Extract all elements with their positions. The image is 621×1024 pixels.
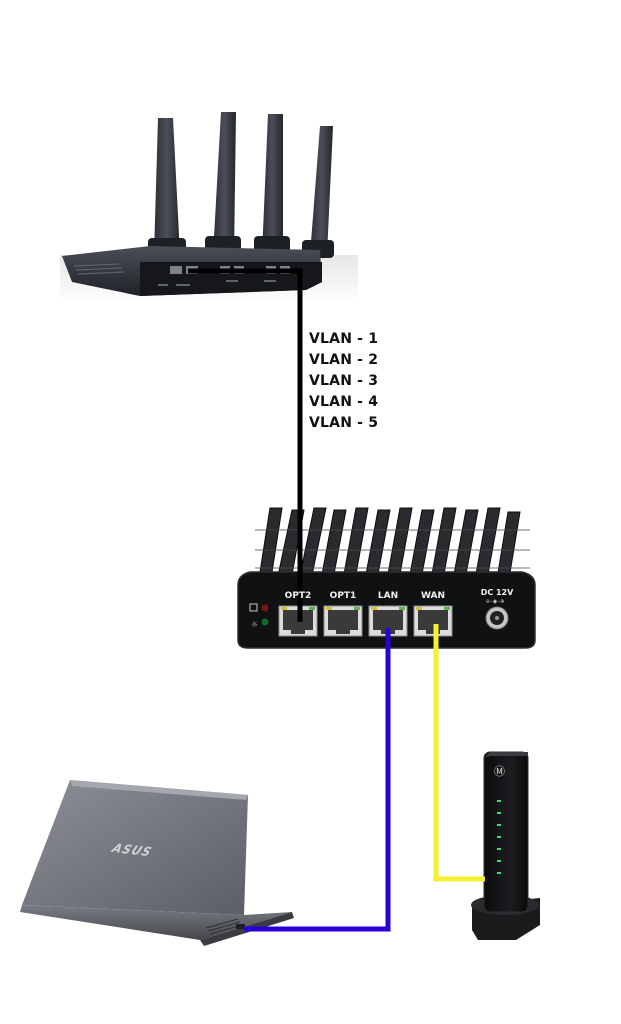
- lan-cable: [244, 628, 391, 932]
- laptop-lid: [22, 780, 248, 915]
- router-antenna: [262, 114, 283, 255]
- svg-text:☼: ☼: [251, 620, 258, 629]
- wan-cable: [433, 624, 485, 882]
- port-label-opt2: OPT2: [284, 591, 312, 601]
- vlan-label-5: VLAN - 5: [309, 415, 379, 431]
- trunk-cable: [188, 268, 303, 622]
- vlan-label-2: VLAN - 2: [309, 352, 379, 368]
- router-antenna: [154, 118, 180, 255]
- svg-text:⊖-◉-⊕: ⊖-◉-⊕: [486, 598, 504, 605]
- vlan-label-3: VLAN - 3: [309, 373, 379, 389]
- mini-pc-firewall: ☼: [237, 507, 536, 649]
- cable-modem: Ⓜ: [471, 751, 540, 940]
- router-antenna: [310, 126, 333, 255]
- ethernet-port-wan: [413, 605, 453, 637]
- wifi-router: [60, 112, 358, 303]
- vlan-label-4: VLAN - 4: [309, 394, 379, 410]
- port-label-lan: LAN: [377, 591, 399, 601]
- port-label-opt1: OPT1: [329, 591, 357, 601]
- modem-body: [483, 751, 529, 913]
- port-label-wan: WAN: [420, 591, 446, 601]
- power-label: DC 12V: [480, 588, 514, 597]
- modem-leds: [497, 800, 501, 874]
- ethernet-port-lan: [368, 605, 408, 637]
- ethernet-port-opt1: [323, 605, 363, 637]
- laptop-port: [236, 924, 245, 929]
- laptop: [20, 780, 294, 946]
- laptop-base: [20, 905, 292, 940]
- modem-logo-icon: Ⓜ: [494, 765, 505, 778]
- dc-power-jack: ⊖-◉-⊕: [485, 598, 509, 630]
- vlan-label-1: VLAN - 1: [309, 331, 379, 347]
- router-antenna: [213, 112, 236, 255]
- vlan-list: VLAN - 1 VLAN - 2 VLAN - 3 VLAN - 4 VLAN…: [309, 329, 378, 434]
